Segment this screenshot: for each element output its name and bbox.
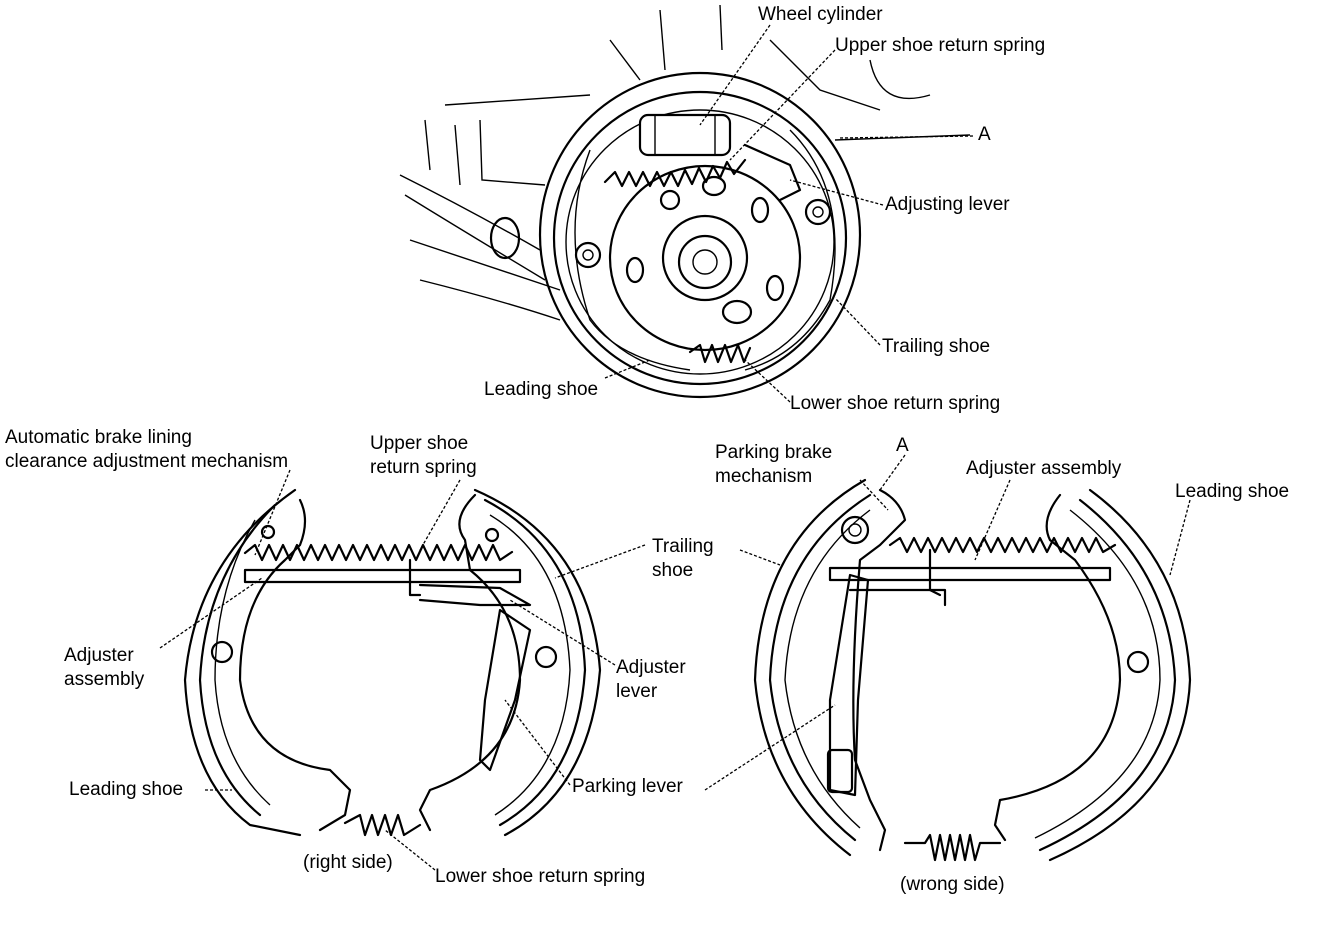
- label-wheel-cylinder: Wheel cylinder: [758, 4, 883, 25]
- label-right-adjuster-assembly: Adjuster assembly: [966, 458, 1122, 479]
- left-shoe-assembly: [183, 488, 602, 837]
- label-left-leading-shoe: Leading shoe: [69, 779, 184, 800]
- label-parking-mechanism: Parking brake mechanism: [715, 442, 833, 487]
- label-top-trailing-shoe: Trailing shoe: [882, 336, 991, 357]
- label-left-parking-lever: Parking lever: [572, 776, 683, 797]
- label-left-trailing-shoe: Trailing shoe: [652, 536, 714, 581]
- label-top-upper-spring: Upper shoe return spring: [835, 35, 1046, 56]
- label-wrong-side-caption: (wrong side): [900, 874, 1005, 895]
- label-right-a: A: [896, 435, 909, 456]
- leader-lines: [159, 24, 1191, 871]
- label-top-leading-shoe: Leading shoe: [484, 379, 599, 400]
- label-right-side-caption: (right side): [303, 852, 393, 873]
- right-shoe-assembly: [753, 478, 1192, 862]
- label-left-adjuster-lever: Adjuster lever: [616, 657, 686, 702]
- label-right-leading-shoe: Leading shoe: [1175, 481, 1290, 502]
- label-auto-mechanism: Automatic brake lining clearance adjustm…: [5, 427, 289, 472]
- label-left-lower-spring: Lower shoe return spring: [435, 866, 646, 887]
- label-left-upper-spring: Upper shoe return spring: [370, 433, 477, 478]
- label-top-a: A: [978, 124, 991, 145]
- label-left-adjuster-assembly: Adjuster assembly: [64, 645, 145, 690]
- label-top-lower-spring: Lower shoe return spring: [790, 393, 1001, 414]
- label-adjusting-lever: Adjusting lever: [885, 194, 1010, 215]
